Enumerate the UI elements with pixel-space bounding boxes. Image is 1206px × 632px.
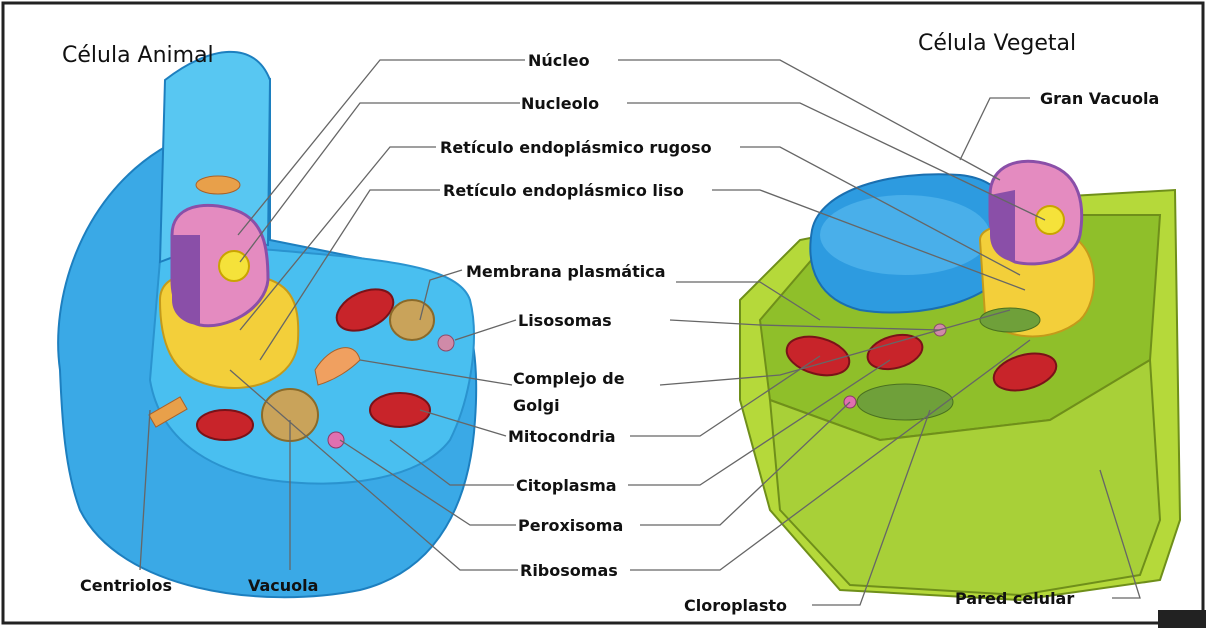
label-centriolos: Centriolos: [80, 576, 172, 595]
label-mitocondria: Mitocondria: [508, 427, 616, 446]
vacuole-animal-1: [390, 300, 434, 340]
label-nucleolo: Nucleolo: [521, 94, 599, 113]
nucleolus-plant: [1036, 206, 1064, 234]
label-nucleo: Núcleo: [528, 51, 590, 70]
label-vacuola: Vacuola: [248, 576, 318, 595]
mitochondria-animal-3: [197, 410, 253, 440]
title-vegetal: Célula Vegetal: [918, 31, 1076, 56]
label-rer: Retículo endoplásmico rugoso: [440, 138, 712, 157]
label-ribosomas: Ribosomas: [520, 561, 618, 580]
peroxisome-animal: [328, 432, 344, 448]
label-rel: Retículo endoplásmico liso: [443, 181, 684, 200]
golgi-top-animal: [196, 176, 240, 194]
title-animal: Célula Animal: [62, 43, 214, 68]
large-vacuole-shine: [820, 195, 990, 275]
label-cloroplasto: Cloroplasto: [684, 596, 787, 615]
label-citoplasma: Citoplasma: [516, 476, 617, 495]
nucleus-animal-shade: [172, 235, 200, 325]
corner-mark: [1158, 610, 1206, 628]
label-gran-vacuola: Gran Vacuola: [1040, 89, 1159, 108]
label-lisosomas: Lisosomas: [518, 311, 612, 330]
label-golgi-2: Golgi: [513, 396, 560, 415]
label-golgi-1: Complejo de: [513, 369, 625, 388]
lysosome-animal: [438, 335, 454, 351]
chloroplast-2: [980, 308, 1040, 332]
label-peroxisoma: Peroxisoma: [518, 516, 623, 535]
chloroplast-1: [857, 384, 953, 420]
label-membrana: Membrana plasmática: [466, 262, 665, 281]
label-pared: Pared celular: [955, 589, 1074, 608]
